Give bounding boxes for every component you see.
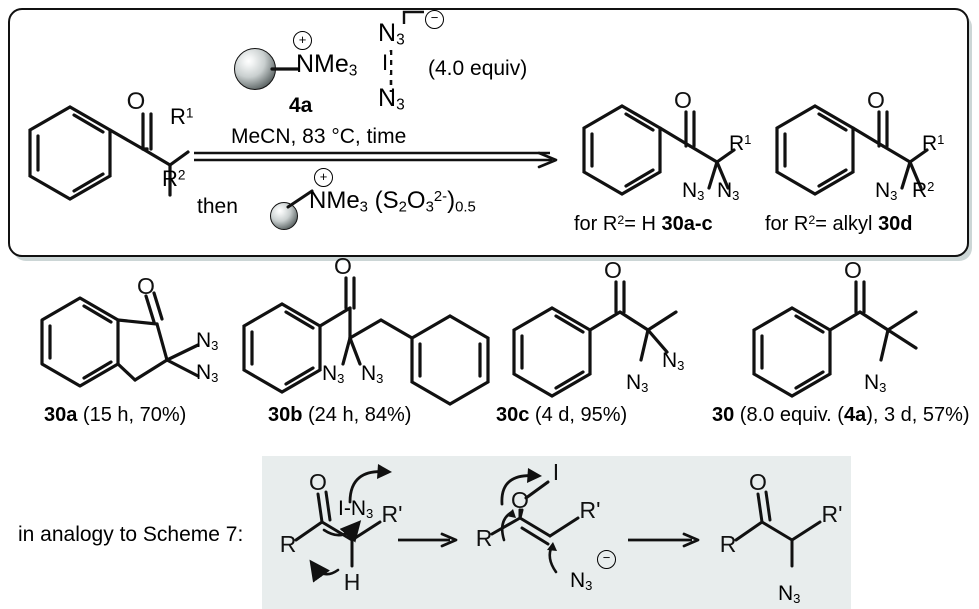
- product-30a-structure: O: [40, 273, 200, 388]
- anion-bracket-icon: [402, 10, 424, 24]
- mechanism-step2-rprime-label: R': [579, 497, 600, 523]
- substrate-r2-label: R2: [162, 166, 186, 191]
- mechanism-step3-oxygen-label: O: [749, 469, 767, 495]
- mechanism-step1-structure: O R R' H: [280, 469, 403, 595]
- reaction-arrow-head: [194, 151, 558, 169]
- resin-bond-line-2: [286, 189, 314, 209]
- mechanism-step3-azide-label: N3: [778, 582, 801, 606]
- anion-dashed-bonds: [389, 50, 393, 92]
- equivalents-label: (4.0 equiv): [428, 57, 528, 80]
- product-30c-oxygen-label: O: [604, 257, 622, 283]
- nme3-cation-label: NMe3: [296, 50, 358, 80]
- mechanism-azide-minus-charge-icon: −: [597, 550, 616, 569]
- top-product-right-r1-label: R1: [922, 132, 945, 156]
- anion-minus-charge-icon: −: [425, 10, 444, 29]
- ammonium-plus-charge-2-icon: +: [314, 168, 333, 187]
- mechanism-step2-oxygen-label: O: [511, 487, 529, 513]
- top-product-right-azide-label: N3: [875, 179, 898, 203]
- mechanism-step1-oxygen-label: O: [309, 469, 327, 495]
- mechanism-step1-electron-arrow: [348, 464, 392, 504]
- reagent-id-4a-label: 4a: [289, 94, 313, 117]
- resin-bond-line: [270, 67, 300, 71]
- then-label: then: [197, 195, 238, 218]
- product-30b-azide-b-label: N3: [361, 362, 384, 386]
- product-30-structure: O: [752, 257, 918, 398]
- thiosulfate-resin-label: NMe3 (S2O32-)0.5: [309, 187, 476, 216]
- top-product-left-oxygen-label: O: [674, 87, 692, 113]
- mechanism-step1-r-label: R: [280, 531, 297, 557]
- product-30c-caption: 30c (4 d, 95%): [496, 404, 628, 426]
- product-30b-structure: O: [242, 253, 490, 406]
- top-product-left-structure: O: [582, 87, 736, 196]
- top-product-left-r1-label: R1: [729, 132, 752, 156]
- mechanism-step1-hydrogen-label: H: [344, 569, 361, 595]
- mechanism-step3-rprime-label: R': [821, 501, 842, 527]
- product-30b-azide-a-label: N3: [322, 362, 345, 386]
- product-30-azide-label: N3: [864, 371, 887, 395]
- mechanism-step3-r-label: R: [720, 531, 737, 557]
- product-30a-oxygen-label: O: [137, 273, 155, 299]
- product-30a-azide-a-label: N3: [196, 329, 219, 353]
- top-product-right-oxygen-label: O: [867, 87, 885, 113]
- mechanism-step2-electron-arrow: [500, 468, 542, 506]
- reaction-scheme-panel: [8, 8, 969, 257]
- product-30c-azide-b-label: N3: [626, 371, 649, 395]
- product-30b-oxygen-label: O: [334, 253, 352, 279]
- mechanism-step2-r-label: R: [476, 525, 493, 551]
- top-product-left-azide-b-label: N3: [717, 179, 740, 203]
- anion-iodine-label: I: [380, 50, 391, 75]
- top-product-left-caption: for R2= H 30a-c: [574, 213, 713, 235]
- mechanism-step2-structure: O I R R': [476, 459, 601, 574]
- reaction-arrow: [194, 151, 550, 155]
- anion-azide-top-label: N3: [378, 19, 405, 49]
- mechanism-arrow-2: [628, 532, 700, 548]
- mechanism-step2-iodine-label: I: [553, 459, 559, 485]
- product-30c-azide-a-label: N3: [662, 349, 685, 373]
- product-30b-caption: 30b (24 h, 84%): [268, 404, 412, 426]
- substrate-r1-label: R1: [170, 104, 194, 129]
- mechanism-step1-reagent-label: I-N3: [338, 497, 374, 521]
- product-30c-structure: O: [512, 257, 678, 398]
- resin-bead-icon: [234, 48, 276, 90]
- mechanism-step3-structure: O R R': [720, 469, 843, 568]
- top-product-right-caption: for R2= alkyl 30d: [765, 213, 913, 235]
- ammonium-plus-charge-icon: +: [293, 31, 312, 50]
- reaction-conditions-label: MeCN, 83 °C, time: [231, 125, 407, 148]
- product-30-caption: 30 (8.0 equiv. (4a), 3 d, 57%): [712, 404, 970, 426]
- top-product-right-structure: O: [775, 87, 929, 196]
- product-30a-azide-b-label: N3: [196, 361, 219, 385]
- top-product-right-r2-label: R2: [912, 179, 935, 203]
- substrate-structure: O: [28, 88, 190, 201]
- top-product-left-azide-a-label: N3: [682, 179, 705, 203]
- product-30-oxygen-label: O: [844, 257, 862, 283]
- resin-bead-2-icon: [270, 202, 298, 230]
- mechanism-lead-in-label: in analogy to Scheme 7:: [18, 523, 244, 546]
- substrate-oxygen-label: O: [127, 88, 146, 115]
- anion-azide-bottom-label: N3: [378, 84, 405, 114]
- mechanism-arrow-1: [398, 532, 458, 548]
- mechanism-step2-azide-label: N3: [570, 569, 593, 593]
- mechanism-step1-rprime-label: R': [381, 501, 402, 527]
- product-30a-caption: 30a (15 h, 70%): [44, 404, 187, 426]
